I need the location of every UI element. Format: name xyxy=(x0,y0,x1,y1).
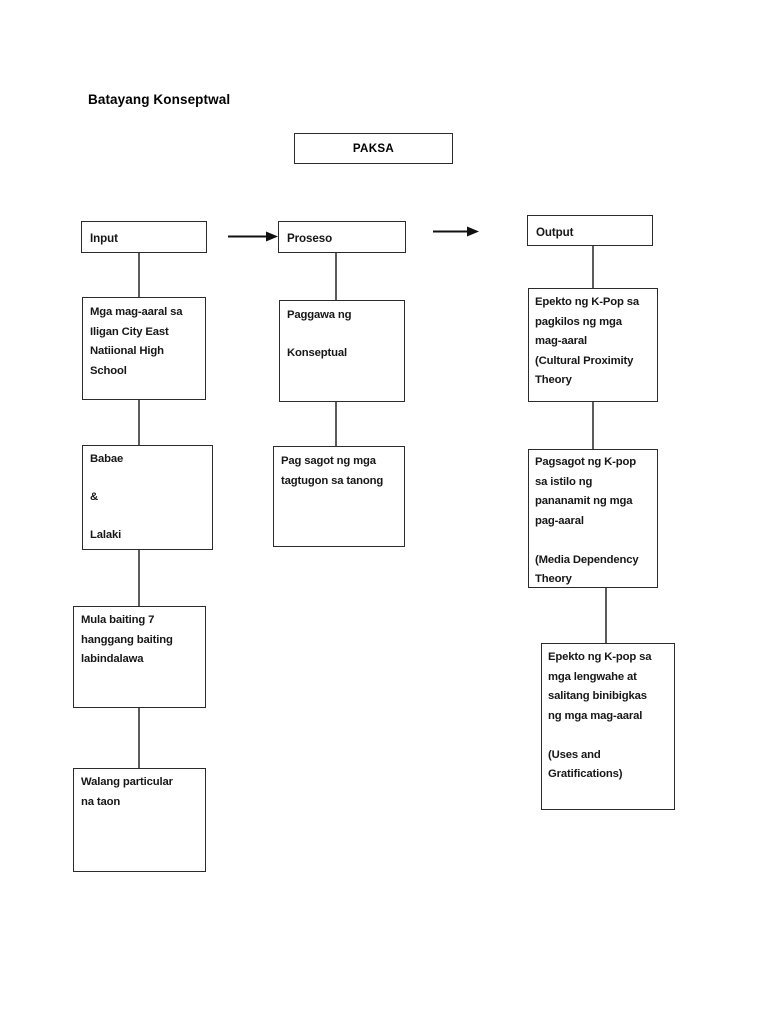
input-box-4 xyxy=(73,768,206,872)
connector-input-2 xyxy=(138,400,140,445)
output-header-box xyxy=(527,215,653,246)
proseso-header-box xyxy=(278,221,406,253)
input-box-2-text: Babae & Lalaki xyxy=(90,453,124,541)
input-header-label: Input xyxy=(90,232,118,245)
proseso-box-2 xyxy=(273,446,405,547)
input-box-1-text: Mga mag-aaral sa Iligan City East Natiio… xyxy=(90,306,183,377)
connector-proseso-2 xyxy=(335,402,337,446)
output-box-3-text: Epekto ng K-pop sa mga lengwahe at salit… xyxy=(548,651,652,780)
input-box-2 xyxy=(82,445,213,550)
connector-output-3 xyxy=(605,588,607,643)
proseso-header-label: Proseso xyxy=(287,232,333,245)
output-box-2 xyxy=(528,449,658,588)
input-box-4-text: Walang particular na taon xyxy=(81,776,173,808)
output-box-1-text: Epekto ng K-Pop sa pagkilos ng mga mag-a… xyxy=(535,296,640,386)
page-title: Batayang Konseptwal xyxy=(88,92,231,107)
input-box-3 xyxy=(73,606,206,708)
connector-input-4 xyxy=(138,708,140,768)
output-box-3 xyxy=(541,643,675,810)
input-box-1 xyxy=(82,297,206,400)
connector-input-1 xyxy=(138,253,140,298)
connector-output-2 xyxy=(592,402,594,449)
connector-input-3 xyxy=(138,550,140,606)
output-box-1 xyxy=(528,288,658,402)
arrow-input-to-proseso xyxy=(228,230,278,244)
input-header-box xyxy=(81,221,207,253)
connector-output-1 xyxy=(592,246,594,288)
proseso-box-2-text: Pag sagot ng mga tagtugon sa tanong xyxy=(281,455,384,487)
proseso-box-1 xyxy=(279,300,405,402)
input-box-3-text: Mula baiting 7 hanggang baiting labindal… xyxy=(81,614,173,665)
paksa-box: PAKSA xyxy=(294,133,453,164)
output-header-label: Output xyxy=(536,226,574,239)
connector-proseso-1 xyxy=(335,253,337,300)
proseso-box-1-text: Paggawa ng Konseptual xyxy=(287,309,352,359)
arrow-proseso-to-output xyxy=(433,225,479,239)
output-box-2-text: Pagsagot ng K-pop sa istilo ng pananamit… xyxy=(535,456,639,585)
paksa-label: PAKSA xyxy=(352,142,395,155)
